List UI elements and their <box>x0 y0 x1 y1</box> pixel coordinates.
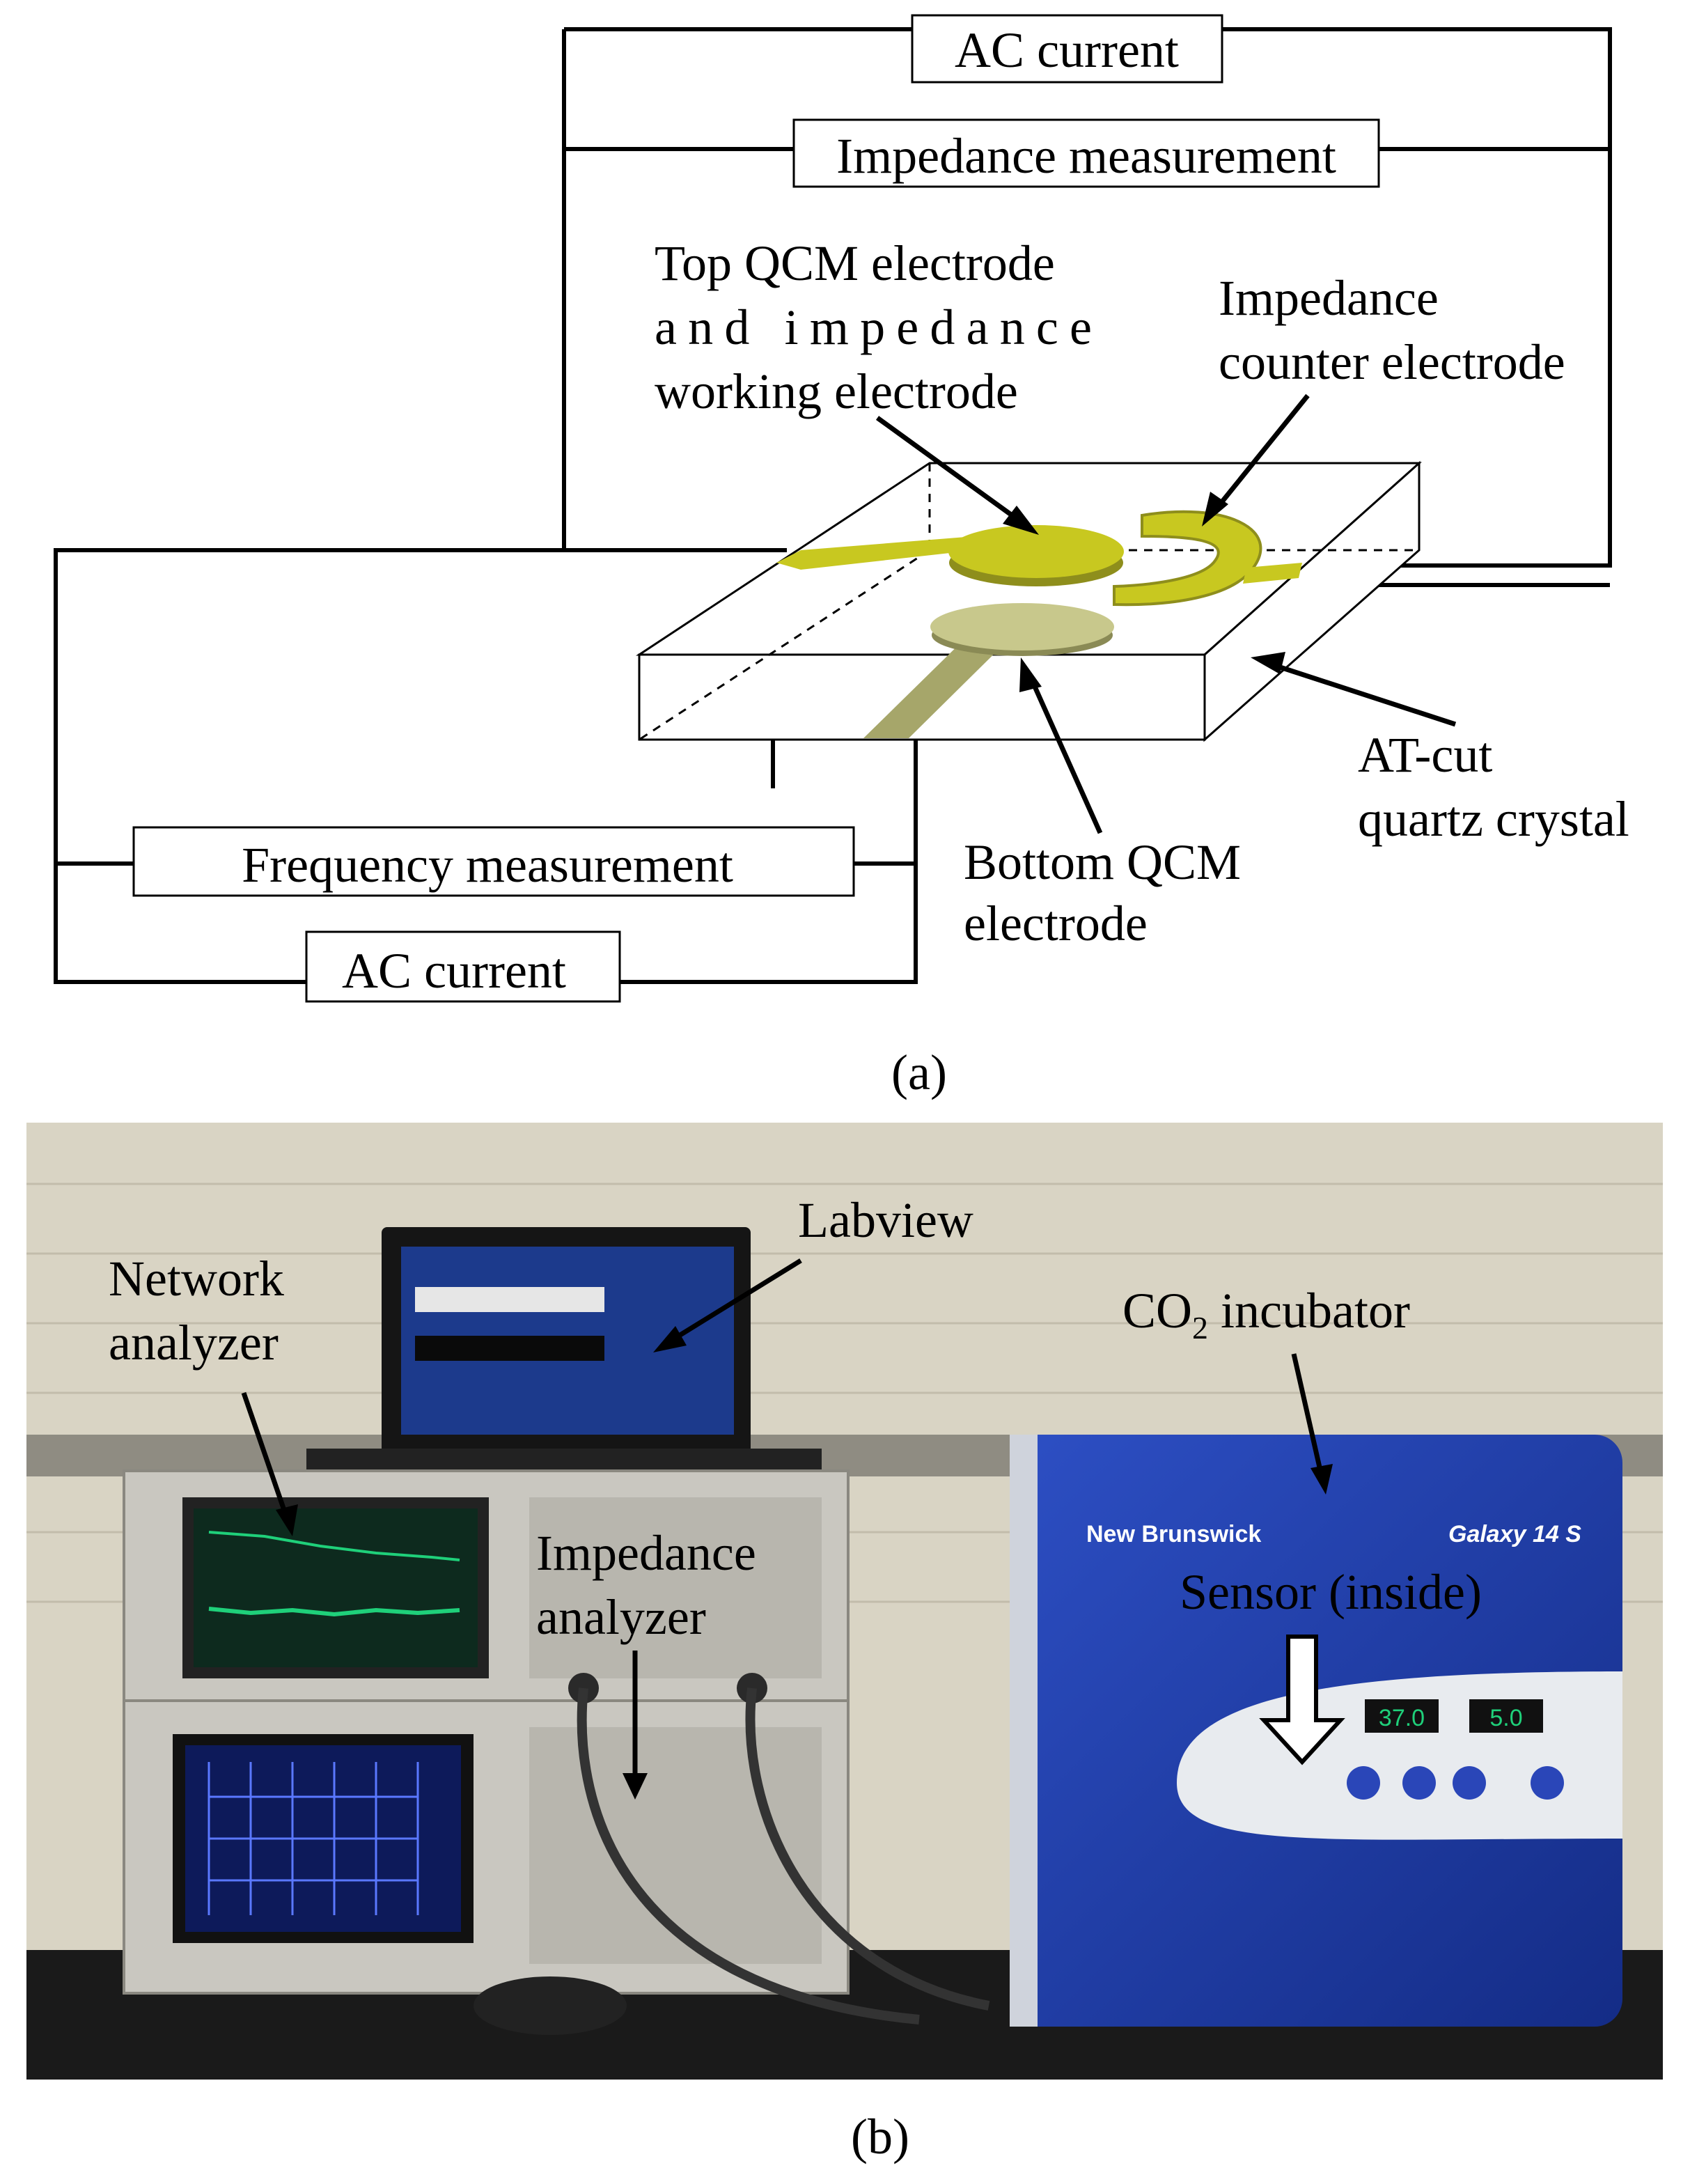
incubator-model: Galaxy 14 S <box>1448 1521 1581 1547</box>
wire-bottom-loop <box>54 548 918 984</box>
crystal-label-line-1: AT-cut <box>1358 727 1492 783</box>
crystal-side-face <box>1203 460 1421 742</box>
network-analyzer <box>123 1469 850 1702</box>
arrow-impedance-analyzer-head <box>623 1773 648 1800</box>
top-electrode-label-line-2: and impedance <box>655 299 1092 355</box>
arrow-labview <box>668 1258 802 1343</box>
bottom-electrode-disk <box>930 603 1114 650</box>
counter-electrode-label-line-1: Impedance <box>1219 270 1439 326</box>
caption-a: (a) <box>891 1045 947 1100</box>
counter-electrode-lead <box>1243 563 1302 584</box>
frequency-measurement-box: Frequency measurement <box>132 826 855 897</box>
incubator-brand: New Brunswick <box>1086 1521 1261 1547</box>
arrow-crystal-head <box>1251 652 1285 674</box>
top-electrode-label-line-1: Top QCM electrode <box>655 235 1055 291</box>
arrow-top-electrode <box>875 416 1026 526</box>
arrow-crystal <box>1266 660 1457 727</box>
labview-label: Labview <box>798 1192 973 1248</box>
laptop-base <box>306 1449 822 1471</box>
ac-current-top-label: AC current <box>955 22 1179 78</box>
impedance-analyzer-label-line-2: analyzer <box>536 1589 706 1645</box>
network-analyzer-label-line-2: analyzer <box>109 1315 279 1371</box>
quartz-crystal <box>636 460 1422 742</box>
arrow-network-analyzer-head <box>276 1504 298 1536</box>
caption-b: (b) <box>851 2109 909 2164</box>
sensor-hollow-arrow <box>1259 1635 1345 1765</box>
bottom-electrode-lead <box>863 630 1018 738</box>
crystal-hidden-edge-3 <box>639 549 930 741</box>
top-electrode-lead <box>776 536 975 570</box>
cable-1 <box>577 1687 920 2025</box>
arrow-bottom-electrode <box>1026 673 1103 834</box>
co2-incubator-label: CO2 incubator <box>1122 1283 1410 1346</box>
arrow-top-electrode-head <box>1003 506 1039 535</box>
counter-electrode-label-line-2: counter electrode <box>1219 334 1565 390</box>
ac-current-bottom-box: AC current <box>305 930 621 1003</box>
panel-a-diagram: AC current Impedance measurement Frequen… <box>54 14 1629 1100</box>
laptop <box>306 1227 822 1471</box>
impedance-analyzer-label-line-1: Impedance <box>536 1525 756 1581</box>
top-electrode-label-line-3: working electrode <box>655 364 1018 419</box>
control-button-2 <box>1402 1766 1436 1800</box>
network-analyzer-label-line-1: Network <box>109 1251 284 1306</box>
arrow-labview-head <box>653 1326 687 1352</box>
control-button-1 <box>1347 1766 1380 1800</box>
ac-current-top-box: AC current <box>911 14 1223 84</box>
bottom-electrode-label-line-1: Bottom QCM <box>964 834 1241 890</box>
arrow-counter-electrode <box>1212 393 1310 513</box>
cable-2 <box>745 1687 990 2011</box>
electrodes <box>776 510 1302 738</box>
impedance-measurement-box: Impedance measurement <box>792 118 1380 188</box>
network-analyzer-screen <box>194 1508 478 1667</box>
control-button-3 <box>1453 1766 1486 1800</box>
photo-annotations: Labview Network analyzer CO2 incubator I… <box>109 1192 1482 1800</box>
arrow-co2-incubator <box>1291 1353 1324 1477</box>
sensor-label: Sensor (inside) <box>1180 1564 1482 1620</box>
impedance-analyzer <box>123 1673 850 1995</box>
bottom-electrode-label-line-2: electrode <box>964 896 1148 951</box>
crystal-label-line-2: quartz crystal <box>1358 791 1629 847</box>
arrow-counter-electrode-head <box>1202 492 1228 526</box>
impedance-measurement-label: Impedance measurement <box>836 128 1336 184</box>
arrow-co2-incubator-head <box>1310 1464 1333 1495</box>
mouse <box>474 1976 627 2035</box>
frequency-measurement-label: Frequency measurement <box>242 837 733 893</box>
co2-display <box>1469 1699 1543 1733</box>
ac-current-bottom-label: AC current <box>342 943 566 999</box>
arrow-bottom-electrode-head <box>1019 657 1042 692</box>
annotation-arrows <box>875 393 1457 834</box>
panel-b-photo: New Brunswick Galaxy 14 S 37.0 5.0 Labvi… <box>26 1123 1663 2164</box>
arrow-network-analyzer <box>241 1391 290 1520</box>
control-button-4 <box>1531 1766 1564 1800</box>
counter-electrode-horseshoe <box>1113 510 1262 607</box>
temp-display-value: 37.0 <box>1379 1705 1425 1731</box>
temp-display <box>1365 1699 1439 1733</box>
co2-display-value: 5.0 <box>1489 1705 1522 1731</box>
top-electrode-disk <box>948 525 1124 578</box>
